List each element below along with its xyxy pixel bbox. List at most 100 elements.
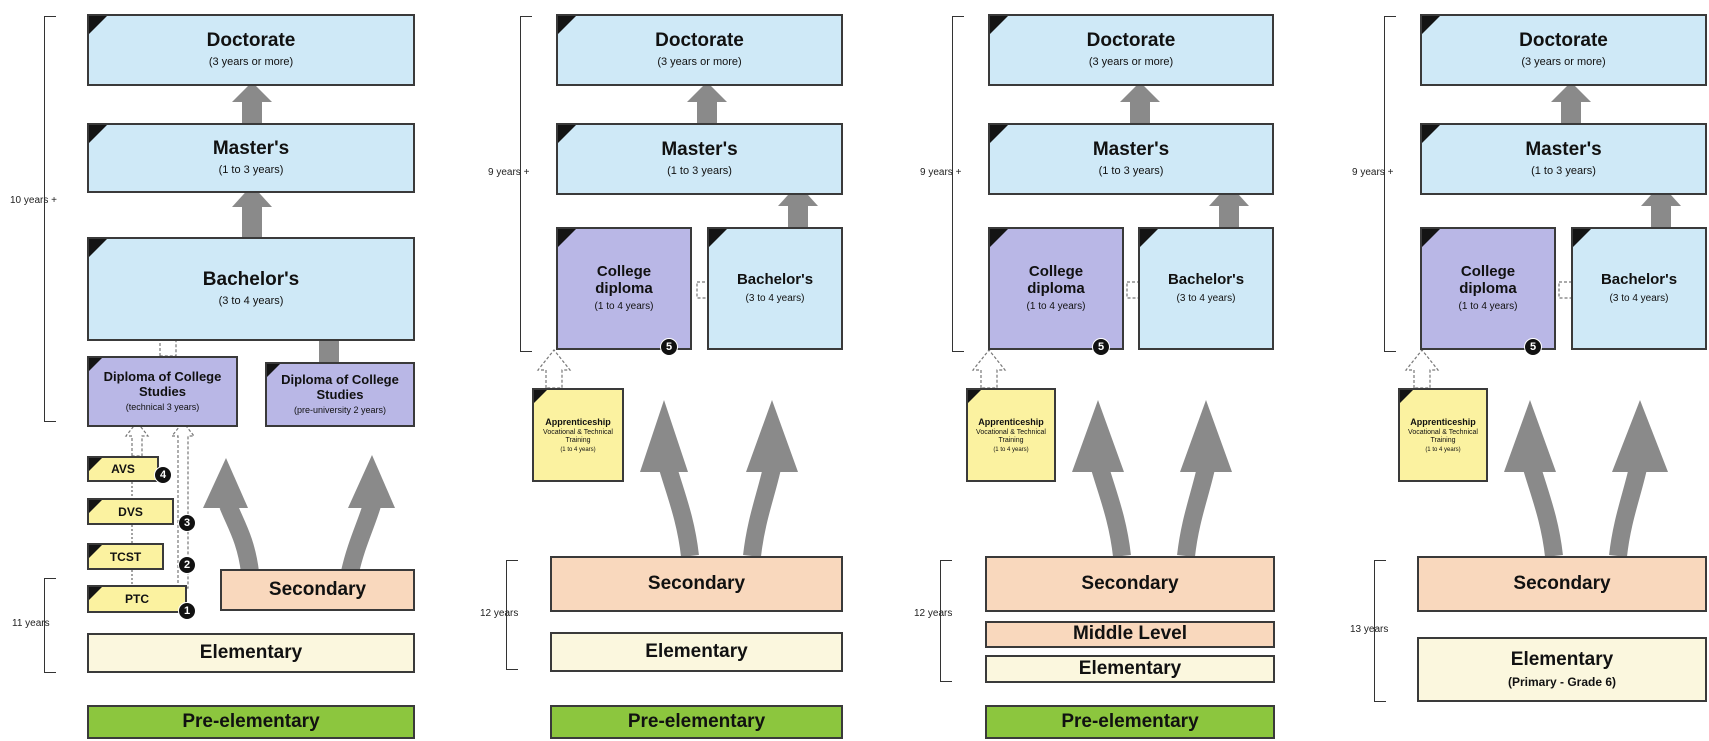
- apprenticeship-duration: (1 to 4 years): [993, 447, 1029, 454]
- dcs-preuniversity-box: Diploma of College Studies (pre-universi…: [265, 362, 415, 427]
- badge-5: 5: [1092, 338, 1110, 356]
- years-label-upper-col3: 9 years +: [920, 167, 962, 178]
- dcs-technical-box: Diploma of College Studies (technical 3 …: [87, 356, 238, 427]
- years-label-lower-col3: 12 years: [914, 608, 953, 619]
- arrow-masters-to-doctorate-1: [232, 82, 272, 123]
- apprenticeship-title: Apprenticeship: [545, 416, 611, 427]
- apprenticeship-title: Apprenticeship: [1410, 416, 1476, 427]
- dashed-arrow-apprentice-to-college-2: [536, 349, 572, 389]
- secondary-box-col2: Secondary: [550, 556, 843, 612]
- doctorate-duration: (3 years or more): [1521, 56, 1606, 69]
- college-diploma-duration: (1 to 4 years): [594, 301, 654, 312]
- middle-level-label: Middle Level: [1072, 623, 1188, 645]
- masters-box-col1: Master's (1 to 3 years): [87, 123, 415, 193]
- bracket-upper-col3: [952, 16, 964, 352]
- badge-5: 5: [660, 338, 678, 356]
- bachelors-title: Bachelor's: [202, 269, 300, 291]
- elementary-box-col4: Elementary (Primary - Grade 6): [1417, 637, 1707, 702]
- bachelors-box-col3: Bachelor's (3 to 4 years): [1138, 227, 1274, 350]
- ptc-label: PTC: [125, 592, 149, 606]
- masters-duration: (1 to 3 years): [1098, 165, 1164, 178]
- years-label-lower-col1: 11 years: [12, 618, 50, 629]
- years-label-upper-col2: 9 years +: [488, 167, 530, 178]
- secondary-label: Secondary: [1513, 572, 1611, 594]
- ptc-box: PTC: [87, 585, 187, 613]
- arrow-secondary-to-bachelors-4: [1609, 466, 1647, 558]
- pre-elementary-label: Pre-elementary: [182, 710, 320, 732]
- bachelors-title: Bachelor's: [1167, 271, 1245, 289]
- dcs-preuniversity-title: Diploma of College Studies: [281, 372, 399, 402]
- elementary-box-col3: Elementary: [985, 655, 1275, 683]
- dcs-technical-title: Diploma of College Studies: [103, 369, 222, 399]
- doctorate-box-col4: Doctorate (3 years or more): [1420, 14, 1707, 86]
- college-diploma-box-col2: College diploma (1 to 4 years): [556, 227, 692, 350]
- badge-3: 3: [178, 514, 196, 532]
- elementary-label: Elementary: [199, 641, 303, 663]
- arrow-secondary-to-dcs-preuni: [341, 502, 381, 575]
- arrow-secondary-to-college-2: [659, 465, 699, 558]
- badge-2: 2: [178, 556, 196, 574]
- bachelors-title: Bachelor's: [1600, 271, 1678, 289]
- masters-duration: (1 to 3 years): [218, 164, 284, 177]
- apprenticeship-title: Apprenticeship: [978, 416, 1044, 427]
- elementary-box-col2: Elementary: [550, 632, 843, 672]
- apprenticeship-duration: (1 to 4 years): [1425, 447, 1461, 454]
- pre-elementary-box-col2: Pre-elementary: [550, 705, 843, 739]
- bracket-lower-col4: [1374, 560, 1386, 702]
- doctorate-title: Doctorate: [1519, 30, 1608, 52]
- apprenticeship-subtitle: Vocational & Technical Training: [543, 429, 613, 445]
- badge-1: 1: [178, 602, 196, 620]
- doctorate-title: Doctorate: [1086, 30, 1176, 52]
- tcst-label: TCST: [109, 549, 142, 564]
- college-diploma-box-col4: College diploma (1 to 4 years): [1420, 227, 1556, 350]
- masters-title: Master's: [1092, 139, 1170, 161]
- bachelors-box-col4: Bachelor's (3 to 4 years): [1571, 227, 1707, 350]
- masters-title: Master's: [661, 139, 738, 161]
- arrow-secondary-to-bachelors-2: [743, 466, 781, 558]
- bachelors-duration: (3 to 4 years): [218, 295, 284, 308]
- avs-box: AVS: [87, 456, 159, 482]
- secondary-box-col4: Secondary: [1417, 556, 1707, 612]
- elementary-label: Elementary: [1078, 657, 1182, 679]
- years-label-lower-col4: 13 years: [1350, 624, 1389, 635]
- badge-5: 5: [1524, 338, 1542, 356]
- pre-elementary-box-col1: Pre-elementary: [87, 705, 415, 739]
- tcst-box: TCST: [87, 543, 164, 570]
- dashed-arrow-apprentice-to-college-4: [1404, 349, 1440, 389]
- masters-box-col4: Master's (1 to 3 years): [1420, 123, 1707, 195]
- pre-elementary-label: Pre-elementary: [627, 710, 766, 732]
- college-diploma-box-col3: College diploma (1 to 4 years): [988, 227, 1124, 350]
- college-diploma-duration: (1 to 4 years): [1458, 301, 1518, 312]
- bracket-lower-col2: [506, 560, 518, 670]
- apprenticeship-subtitle: Vocational & Technical Training: [976, 429, 1046, 445]
- dvs-box: DVS: [87, 498, 174, 525]
- apprenticeship-box-col2: Apprenticeship Vocational & Technical Tr…: [532, 388, 624, 482]
- college-diploma-duration: (1 to 4 years): [1026, 301, 1086, 312]
- college-diploma-title: College diploma: [1027, 263, 1085, 297]
- doctorate-title: Doctorate: [206, 30, 296, 52]
- masters-title: Master's: [212, 138, 290, 160]
- bachelors-duration: (3 to 4 years): [1176, 292, 1236, 304]
- apprenticeship-box-col3: Apprenticeship Vocational & Technical Tr…: [966, 388, 1056, 482]
- college-diploma-title: College diploma: [1459, 263, 1517, 297]
- elementary-box-col1: Elementary: [87, 633, 415, 673]
- bachelors-duration: (3 to 4 years): [745, 292, 805, 304]
- arrow-bachelors-to-masters-1: [232, 185, 272, 238]
- secondary-label: Secondary: [268, 578, 367, 600]
- dvs-label: DVS: [118, 504, 143, 519]
- years-label-upper-col1: 10 years +: [10, 195, 57, 206]
- arrow-masters-to-doctorate-3: [1120, 82, 1160, 123]
- arrow-bachelors-to-masters-3: [1209, 184, 1249, 228]
- apprenticeship-box-col4: Apprenticeship Vocational & Technical Tr…: [1398, 388, 1488, 482]
- doctorate-duration: (3 years or more): [208, 56, 294, 69]
- doctorate-box-col1: Doctorate (3 years or more): [87, 14, 415, 86]
- dcs-preuniversity-duration: (pre-university 2 years): [293, 404, 387, 415]
- arrow-secondary-to-dcs-tech: [219, 501, 259, 574]
- bracket-upper-col4: [1384, 16, 1396, 352]
- apprenticeship-duration: (1 to 4 years): [560, 447, 596, 454]
- elementary-label: Elementary: [1510, 648, 1614, 670]
- dcs-technical-duration: (technical 3 years): [125, 401, 200, 412]
- bachelors-duration: (3 to 4 years): [1609, 292, 1669, 304]
